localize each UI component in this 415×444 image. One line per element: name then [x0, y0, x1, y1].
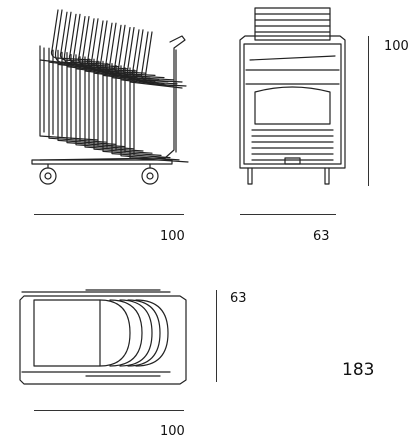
- top-view-drawing: [19, 289, 187, 385]
- height-dimension-line: [368, 36, 369, 186]
- front-view-drawing: [239, 7, 346, 185]
- height-label: 100: [384, 39, 409, 54]
- front-width-label: 63: [313, 229, 330, 244]
- side-width-label: 100: [160, 229, 185, 244]
- top-length-dimension-line: [34, 410, 184, 411]
- stack-count-label: 183: [342, 360, 375, 380]
- stacked-chairs-side: [39, 9, 189, 163]
- stacked-chair-frame: [129, 31, 189, 163]
- top-depth-label: 63: [230, 291, 247, 306]
- stacked-chair-frame: [57, 13, 117, 146]
- front-width-dimension-line: [240, 214, 336, 215]
- side-width-dimension-line: [34, 214, 184, 215]
- top-length-label: 100: [160, 424, 185, 439]
- trolley-side: [31, 35, 186, 185]
- top-depth-dimension-line: [216, 290, 217, 382]
